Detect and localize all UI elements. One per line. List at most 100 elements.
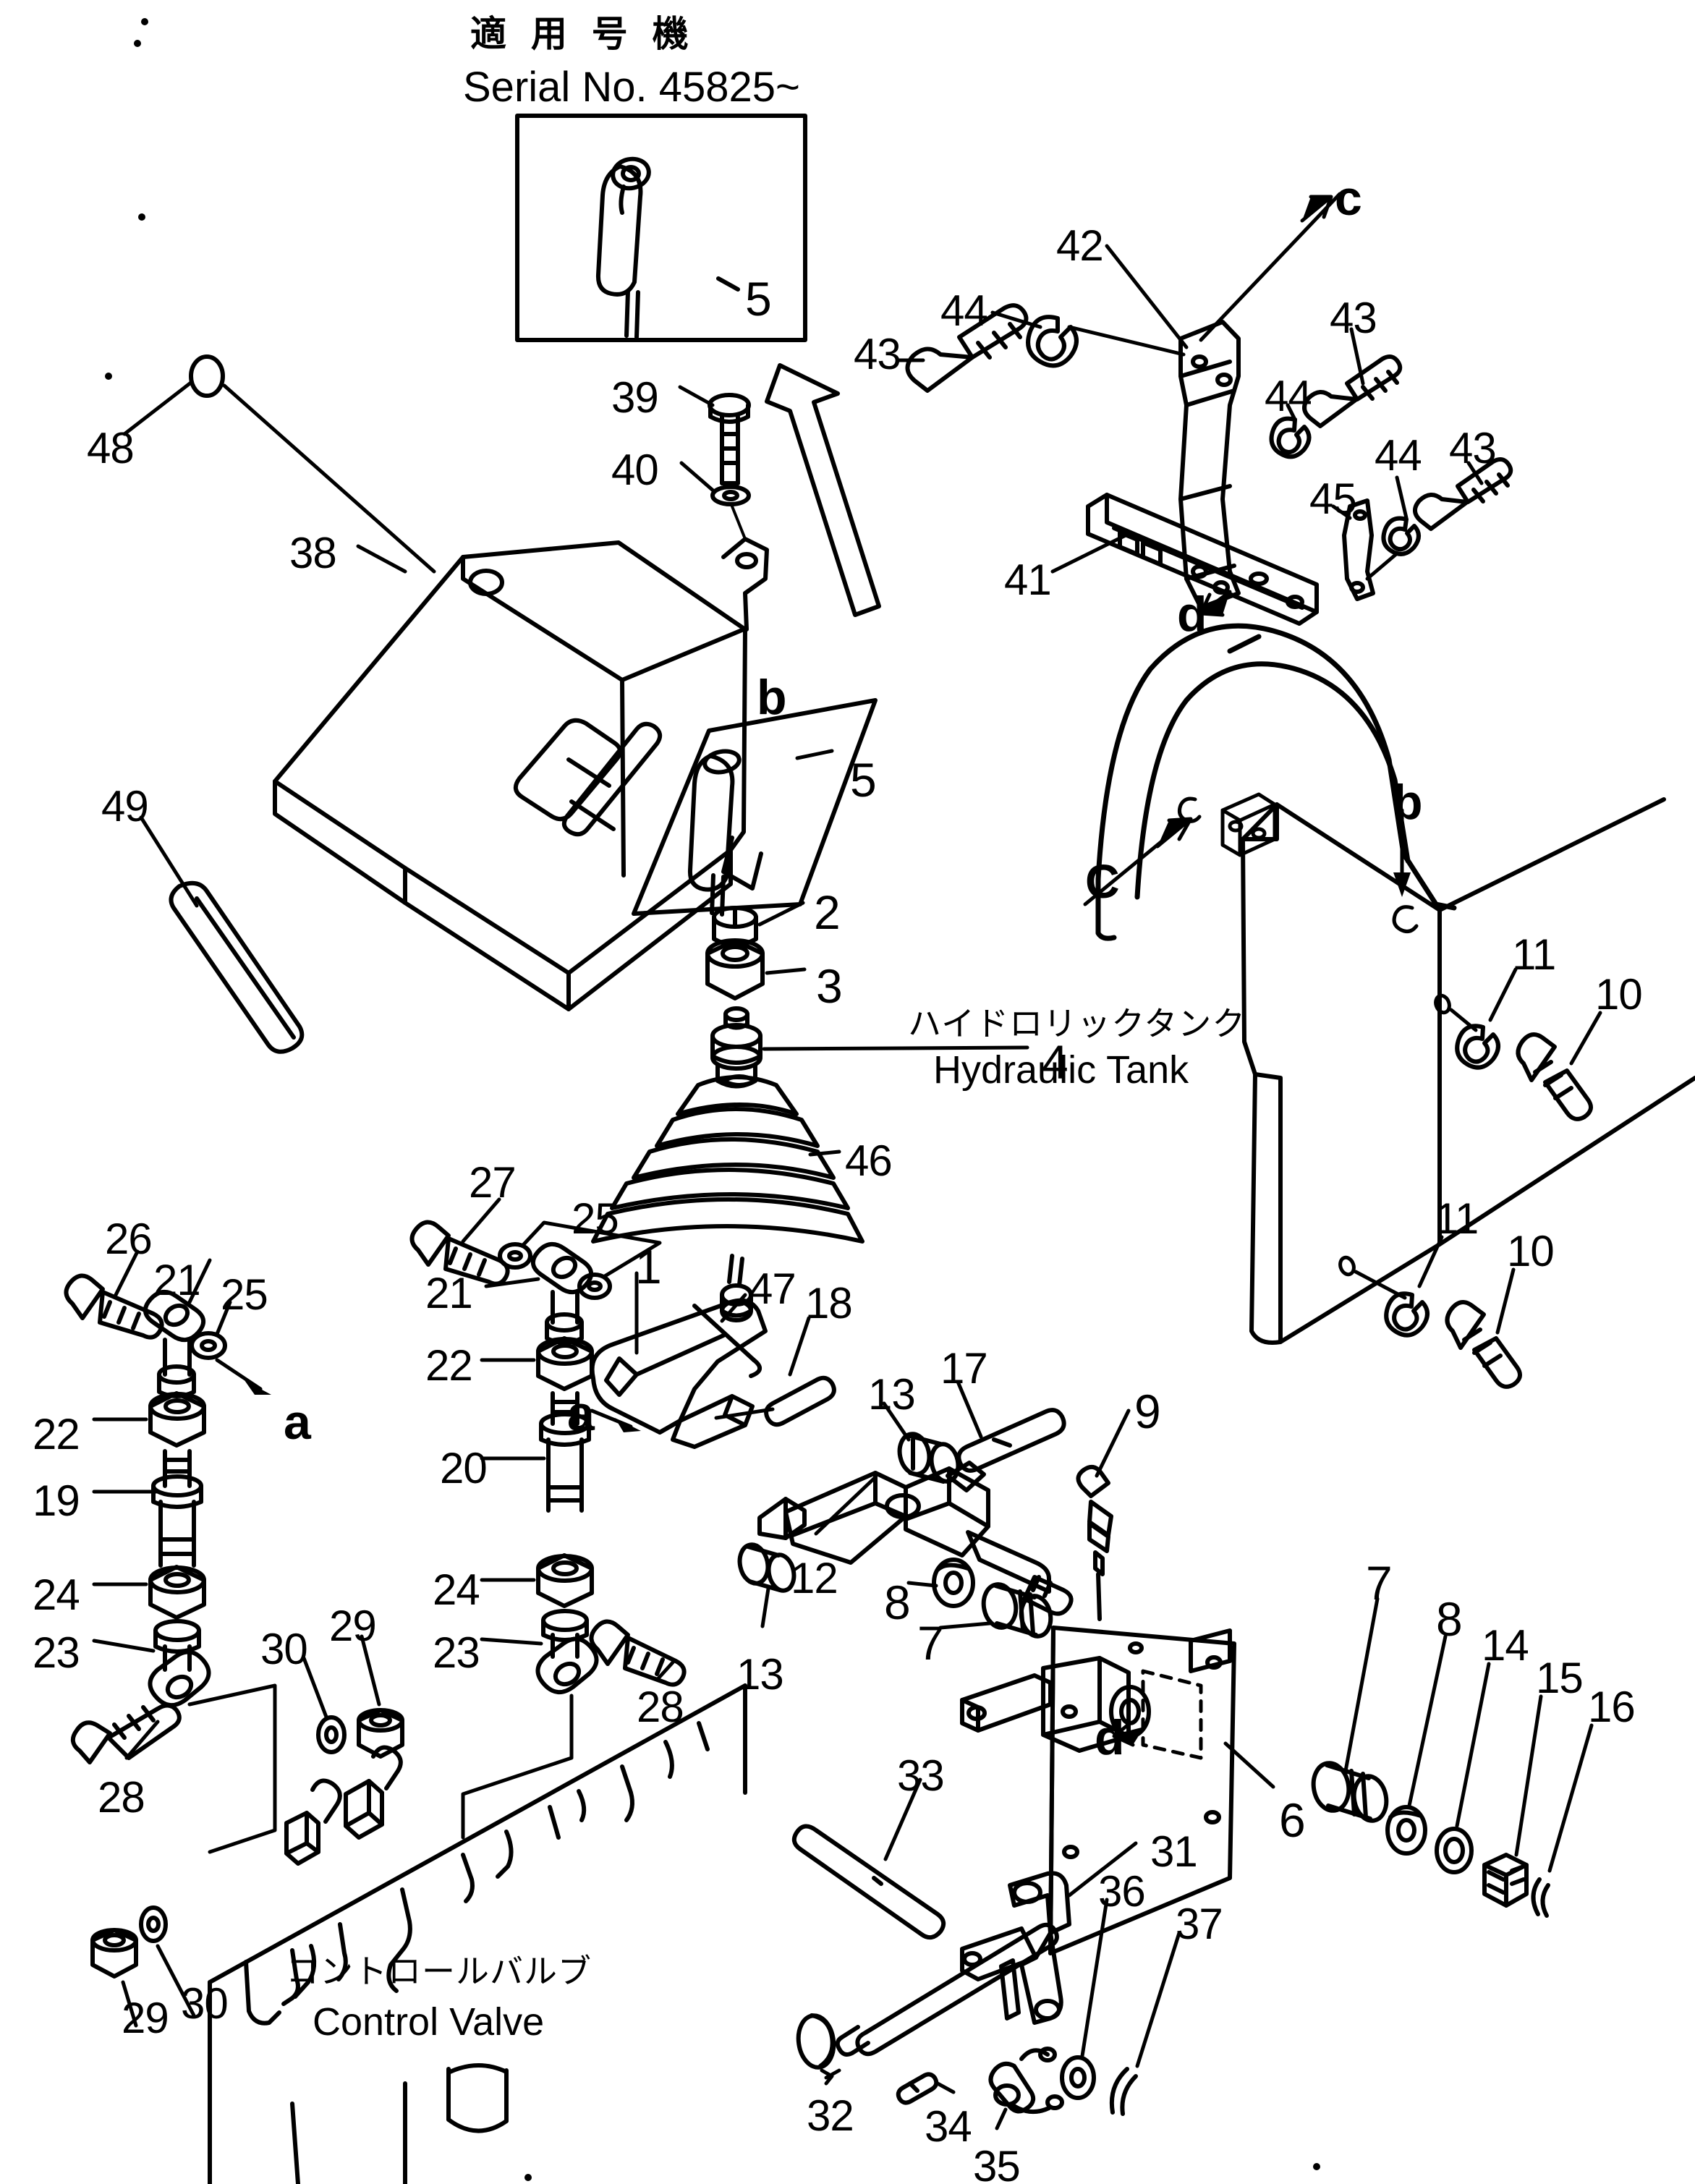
nut-3 <box>705 938 765 1000</box>
leader-11b <box>1417 1235 1444 1288</box>
pin-17 <box>956 1408 1066 1473</box>
part-number-p20: 20 <box>440 1444 488 1492</box>
part-number-p2: 2 <box>814 885 841 939</box>
leader-38 <box>356 544 407 574</box>
assembly-line-40 <box>731 505 747 540</box>
part-number-p46: 46 <box>845 1136 893 1185</box>
bolt-28b <box>589 1619 687 1687</box>
part-number-p43a: 43 <box>854 330 901 378</box>
part-number-p4: 4 <box>1042 1035 1069 1089</box>
callout-d-rail: d <box>1177 587 1207 642</box>
leader-29b <box>121 1980 138 2028</box>
bolt-27 <box>409 1220 510 1286</box>
part-number-p15: 15 <box>1536 1654 1584 1702</box>
castle-nut-15 <box>1482 1853 1529 1908</box>
leader-28a <box>124 1720 160 1760</box>
part-number-p11b: 11 <box>1435 1194 1479 1243</box>
small-circle-ref-a <box>1434 993 1451 1015</box>
part-number-p5-inset: 5 <box>745 272 772 326</box>
spring-pin-47-tail <box>749 1358 762 1378</box>
control-valve-label-jp: コントロールバルブ <box>286 1953 592 1990</box>
control-valve-body <box>208 1683 747 2184</box>
bushing-7b <box>1311 1761 1389 1823</box>
leader-14 <box>1455 1662 1491 1828</box>
leader-48-to-cover <box>222 383 436 574</box>
leader-40 <box>679 461 717 494</box>
rod-end-21b <box>531 1242 593 1345</box>
leader-7a <box>938 1621 992 1630</box>
leader-46 <box>808 1150 841 1157</box>
bracket-42 <box>1178 320 1241 610</box>
leader-47 <box>720 1293 747 1323</box>
nut-22a <box>148 1391 206 1448</box>
pin-18 <box>764 1375 836 1427</box>
washer-36 <box>1060 2055 1096 2100</box>
arrow-C-fender <box>1155 817 1193 849</box>
leader-27 <box>461 1197 501 1244</box>
callout-b-fender: b <box>1393 775 1423 830</box>
part-number-p10a: 10 <box>1595 970 1643 1019</box>
leader-44a <box>990 310 1042 329</box>
leader-43c <box>1466 461 1484 485</box>
bolt-43b <box>1302 354 1403 428</box>
leader-ref-a <box>1449 1008 1478 1032</box>
registration-marks <box>105 18 1320 2181</box>
part-number-p34: 34 <box>925 2102 972 2151</box>
washer-8a <box>932 1558 975 1608</box>
spring-pin-47 <box>692 1304 756 1362</box>
c-washer-11a <box>1455 1024 1500 1070</box>
collar-13b <box>737 1542 796 1593</box>
part-number-p38: 38 <box>289 529 337 577</box>
part-number-p5-main: 5 <box>850 753 877 807</box>
part-number-p44b: 44 <box>1265 372 1312 420</box>
part-number-p28a: 28 <box>98 1773 145 1822</box>
washer-25a <box>190 1331 227 1360</box>
nut-24a <box>148 1565 206 1620</box>
washer-40 <box>710 485 751 506</box>
leader-21b <box>484 1277 540 1288</box>
leader-41 <box>1050 532 1131 574</box>
arrow-d-rail <box>1199 590 1232 617</box>
part-number-p39: 39 <box>611 373 659 422</box>
part-number-p41: 41 <box>1004 556 1052 604</box>
c-washer-b-fender <box>1392 905 1419 934</box>
part-number-p45: 45 <box>1309 475 1357 523</box>
serial-note-jp: 適 用 号 機 <box>470 14 696 54</box>
leader-48 <box>122 380 194 436</box>
part-number-p23a: 23 <box>33 1628 80 1677</box>
leader-c-top <box>1199 192 1342 342</box>
part-number-p1: 1 <box>635 1240 662 1293</box>
leader-18 <box>788 1316 811 1377</box>
part-number-p37: 37 <box>1176 1900 1223 1948</box>
part-number-p40: 40 <box>611 446 659 494</box>
cover-38 <box>273 537 769 1011</box>
nut-29a <box>357 1708 404 1759</box>
inset-knob-part5 <box>595 156 651 339</box>
leader-11a <box>1488 967 1518 1022</box>
part-number-p7b: 7 <box>1366 1556 1393 1610</box>
leader-21a <box>187 1258 212 1304</box>
leader-6 <box>1223 1741 1275 1789</box>
knob-5-main <box>687 749 742 917</box>
part-number-p22b: 22 <box>425 1341 473 1390</box>
leader-35 <box>995 2107 1008 2130</box>
part-number-p8b: 8 <box>1436 1592 1463 1646</box>
callout-d-bracket: d <box>1095 1710 1125 1765</box>
c-washer-44c <box>1381 516 1421 556</box>
fender-panel <box>1241 797 1695 1345</box>
serial-inset-box <box>515 114 807 342</box>
part-number-p29a: 29 <box>329 1602 377 1650</box>
grease-fitting-9 <box>1076 1464 1113 1621</box>
leader-7b <box>1343 1597 1380 1773</box>
arrow-d-plate <box>1112 1721 1145 1747</box>
leader-31 <box>1067 1841 1138 1898</box>
part-number-p36: 36 <box>1098 1867 1146 1916</box>
part-number-p24b: 24 <box>433 1565 480 1614</box>
leader-5-main <box>795 749 834 760</box>
arrow-a-left <box>245 1380 271 1395</box>
leader-33 <box>883 1777 922 1861</box>
washer-30b <box>139 1905 168 1943</box>
leader-32b <box>824 2068 841 2080</box>
nut-22b <box>536 1336 594 1391</box>
leader-23b-to-valve <box>461 1694 574 1840</box>
